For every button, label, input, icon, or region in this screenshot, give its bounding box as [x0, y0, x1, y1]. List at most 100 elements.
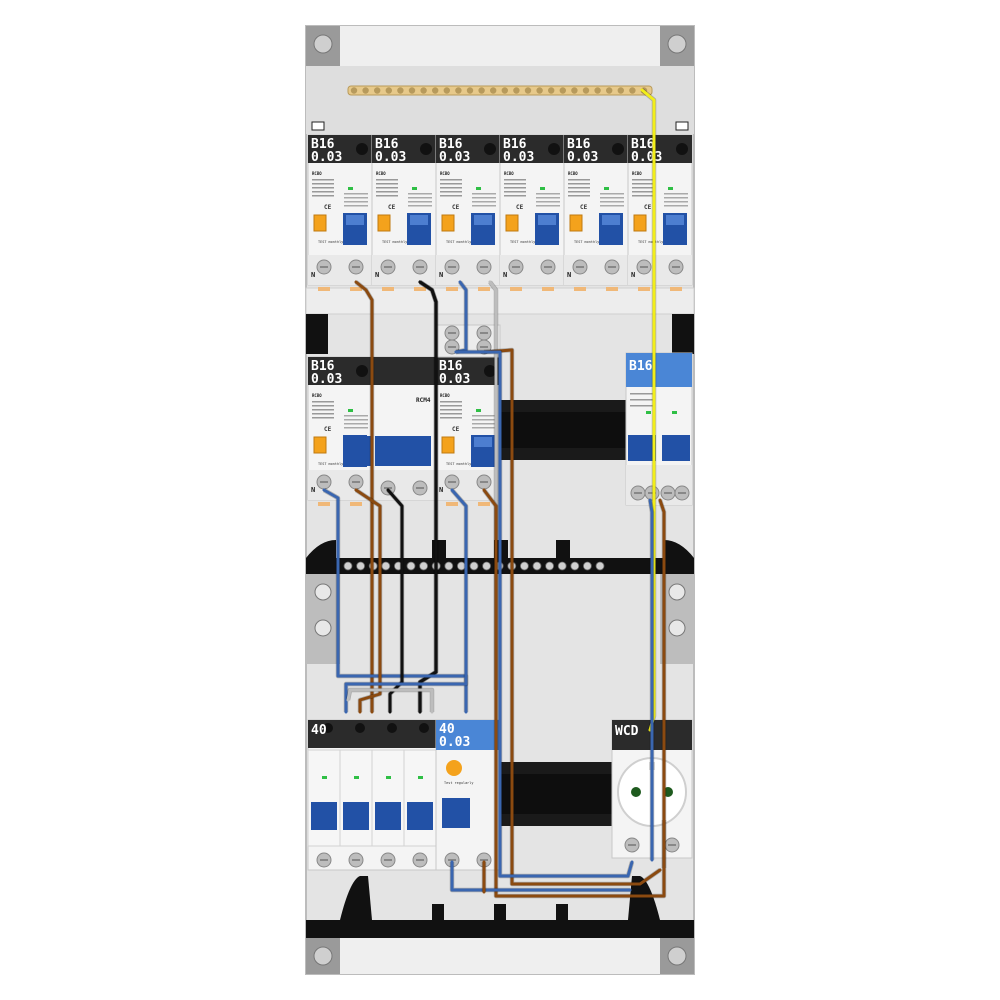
rcbo-spec-line — [440, 413, 462, 415]
neutral-screw — [545, 561, 554, 571]
main-switch-pole — [371, 749, 405, 847]
rcbo-label-hole — [548, 143, 560, 155]
busbar-screw — [478, 87, 485, 94]
rcm-toggle — [344, 436, 372, 466]
rcbo-toggle-cap — [538, 215, 556, 225]
ce-mark: CE — [580, 204, 588, 211]
main-switch-rating-text: 40 — [311, 723, 327, 738]
neutral-screw — [419, 561, 429, 571]
rcbo-spec-line — [440, 191, 462, 193]
rcbo-toggle-cap — [474, 437, 492, 447]
mcb-indicator — [646, 411, 651, 414]
rcbo-rating-text: B16 — [311, 137, 335, 152]
rcbo-spec-line — [600, 193, 624, 195]
rcbo-spec-line — [312, 409, 334, 411]
main-switch-label-hole — [323, 723, 333, 733]
phase-wire — [658, 498, 666, 870]
busbar-screw — [606, 87, 613, 94]
rcbo-spec-line — [344, 197, 368, 199]
socket-pin-hole — [631, 787, 641, 797]
rcbo-indicator — [348, 187, 353, 190]
rcbo-spec-line — [568, 183, 590, 185]
rcbo-spec-line — [344, 415, 368, 417]
rcbo-type-text: RCBO — [632, 171, 642, 176]
rcbo-spec-line — [536, 205, 560, 207]
rcbo-rating-text: B16 — [311, 359, 335, 374]
rcbo-toggle-cap — [410, 215, 428, 225]
phase-wire — [354, 488, 382, 714]
neutral-screw — [343, 561, 353, 571]
neutral-wire — [450, 860, 632, 892]
rcbo-spec-line — [472, 197, 496, 199]
mcb-toggle — [662, 435, 690, 461]
phase-wire — [482, 488, 666, 898]
rcbo-label-hole — [676, 143, 688, 155]
rcbo-spec-line — [568, 179, 590, 181]
rcbo-spec-line — [440, 409, 462, 411]
rcbo-spec-line — [632, 195, 654, 197]
rcbo-spec-line — [440, 183, 462, 185]
rcbo-spec-line — [600, 197, 624, 199]
neutral-mark: N — [503, 271, 507, 279]
rcbo-type-text: RCBO — [440, 171, 450, 176]
mcb-spec-line — [630, 393, 654, 395]
main-switch-label-hole — [355, 723, 365, 733]
neutral-screw — [520, 561, 529, 571]
rcbo-sensitivity-text: 0.03 — [567, 150, 598, 165]
neutral-screw — [469, 561, 479, 571]
test-button-icon — [633, 214, 647, 232]
test-button-icon — [569, 214, 583, 232]
rcbo-indicator — [604, 187, 609, 190]
terminal-cap — [446, 502, 458, 506]
rcbo-spec-line — [632, 183, 654, 185]
busbar-screw — [385, 87, 392, 94]
rcbo-rating-text: B16 — [439, 137, 463, 152]
rcm-toggle — [375, 436, 431, 466]
neutral-wire — [454, 350, 634, 878]
rcbo-spec-line — [472, 205, 496, 207]
rcbo-spec-line — [504, 195, 526, 197]
busbar-screw — [536, 87, 543, 94]
rcbo-rating-text: B16 — [439, 359, 463, 374]
mcb-label — [626, 353, 692, 387]
rcbo-spec-line — [376, 191, 398, 193]
rcm-label-text: RCM4 — [416, 397, 431, 404]
neutral-mark: N — [567, 271, 571, 279]
test-button-icon — [441, 214, 455, 232]
main-switch-label-hole — [419, 723, 429, 733]
label-slot — [675, 121, 689, 131]
rcbo-spec-line — [440, 417, 462, 419]
rcbo-indicator — [412, 187, 417, 190]
neutral-screw — [406, 561, 416, 571]
busbar-screw — [559, 87, 566, 94]
rcbo-sensitivity-text: 0.03 — [631, 150, 662, 165]
neutral-mark: N — [311, 271, 315, 279]
main-switch-label-hole — [387, 723, 397, 733]
ce-mark: CE — [388, 204, 396, 211]
busbar-screw — [617, 87, 624, 94]
test-regularly-text: Test regularly — [444, 781, 474, 785]
rcbo-spec-line — [472, 193, 496, 195]
socket-label-text: WCD — [615, 724, 639, 739]
rcbo-sensitivity-text: 0.03 — [311, 150, 342, 165]
main-switch-indicator — [418, 776, 423, 779]
label-slot — [311, 121, 325, 131]
rcbo-spec-line — [376, 195, 398, 197]
ce-mark: CE — [452, 204, 460, 211]
rcbo-rating-text: B16 — [503, 137, 527, 152]
rcbo-spec-line — [312, 417, 334, 419]
busbar-screw — [350, 87, 358, 94]
main-switch-indicator — [322, 776, 327, 779]
rcbo-sensitivity-text: 0.03 — [503, 150, 534, 165]
rcbo-spec-line — [312, 187, 334, 189]
ce-mark: CE — [324, 204, 332, 211]
neutral-screw — [570, 561, 580, 571]
test-text: TEST monthly — [638, 240, 663, 244]
rcbo-label-hole — [356, 365, 368, 377]
rcbo-spec-line — [440, 401, 462, 403]
rcbo-toggle-cap — [474, 215, 492, 225]
phase-wire-black — [418, 280, 438, 714]
busbar-screw — [466, 87, 474, 94]
neutral-screw — [557, 561, 567, 571]
